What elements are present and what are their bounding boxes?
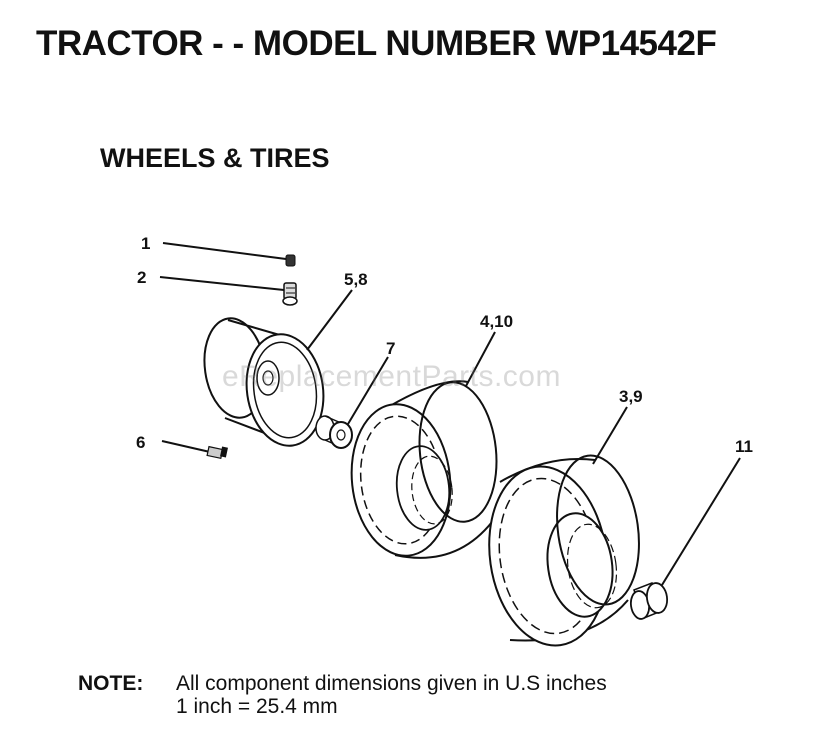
note-line-1: NOTE: All component dimensions given in U… xyxy=(78,672,607,695)
callout-1: 1 xyxy=(141,234,150,253)
callout-5-8: 5,8 xyxy=(344,270,368,289)
callout-11: 11 xyxy=(735,437,753,456)
callout-2: 2 xyxy=(137,268,146,287)
watermark: eReplacementParts.com xyxy=(222,360,561,393)
part-6-bolt xyxy=(161,440,228,460)
part-11-bushing xyxy=(629,457,741,620)
part-1-valve-cap xyxy=(162,242,296,267)
callout-3-9: 3,9 xyxy=(619,387,643,406)
note-block: NOTE: All component dimensions given in U… xyxy=(78,672,607,718)
callout-7: 7 xyxy=(386,339,395,358)
part-5-8-wheel-rim xyxy=(203,289,353,447)
part-3-9-tire xyxy=(488,406,640,647)
part-4-10-tire xyxy=(350,331,498,559)
callout-6: 6 xyxy=(136,433,145,452)
note-text-1: All component dimensions given in U.S in… xyxy=(176,672,607,695)
section-title: WHEELS & TIRES xyxy=(100,143,330,173)
note-text-2: 1 inch = 25.4 mm xyxy=(176,695,338,718)
part-2-valve-stem xyxy=(159,276,298,306)
part-7-bushing xyxy=(315,356,389,449)
callout-4-10: 4,10 xyxy=(480,312,513,331)
page-title: TRACTOR - - MODEL NUMBER WP14542F xyxy=(36,24,717,63)
note-label: NOTE: xyxy=(78,672,144,695)
